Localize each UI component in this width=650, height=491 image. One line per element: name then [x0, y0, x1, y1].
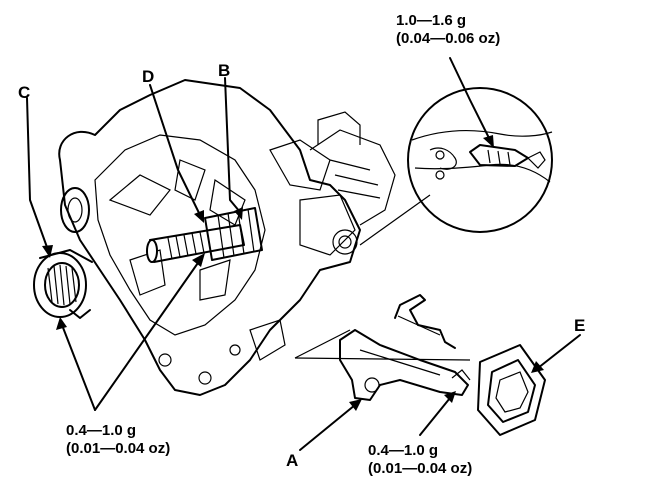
spec-top-right: 1.0—1.6 g (0.04—0.06 oz)	[396, 12, 500, 48]
label-b: B	[218, 61, 231, 80]
spec-bottom-right-grams: 0.4—1.0 g	[368, 442, 439, 459]
spec-top-right-grams: 1.0—1.6 g	[396, 12, 467, 29]
label-c: C	[18, 83, 31, 102]
spec-bottom-right-ounces: (0.01—0.04 oz)	[368, 460, 473, 477]
release-bearing	[33, 249, 93, 319]
projection-lines	[294, 194, 471, 361]
release-fork	[339, 329, 471, 401]
spec-bottom-right: 0.4—1.0 g (0.01—0.04 oz)	[368, 442, 472, 478]
spec-bottom-left: 0.4—1.0 g (0.01—0.04 oz)	[66, 422, 170, 458]
spec-bottom-left-grams: 0.4—1.0 g	[66, 422, 137, 439]
spec-bottom-left-ounces: (0.01—0.04 oz)	[66, 440, 171, 457]
grease-detail-circle	[407, 87, 553, 233]
label-d: D	[142, 67, 155, 86]
dust-boot	[477, 344, 546, 436]
label-a: A	[286, 451, 299, 470]
spring-clip	[394, 294, 456, 349]
spec-top-right-ounces: (0.04—0.06 oz)	[396, 30, 501, 47]
leader-arrows	[26, 57, 581, 451]
label-e: E	[574, 316, 586, 335]
